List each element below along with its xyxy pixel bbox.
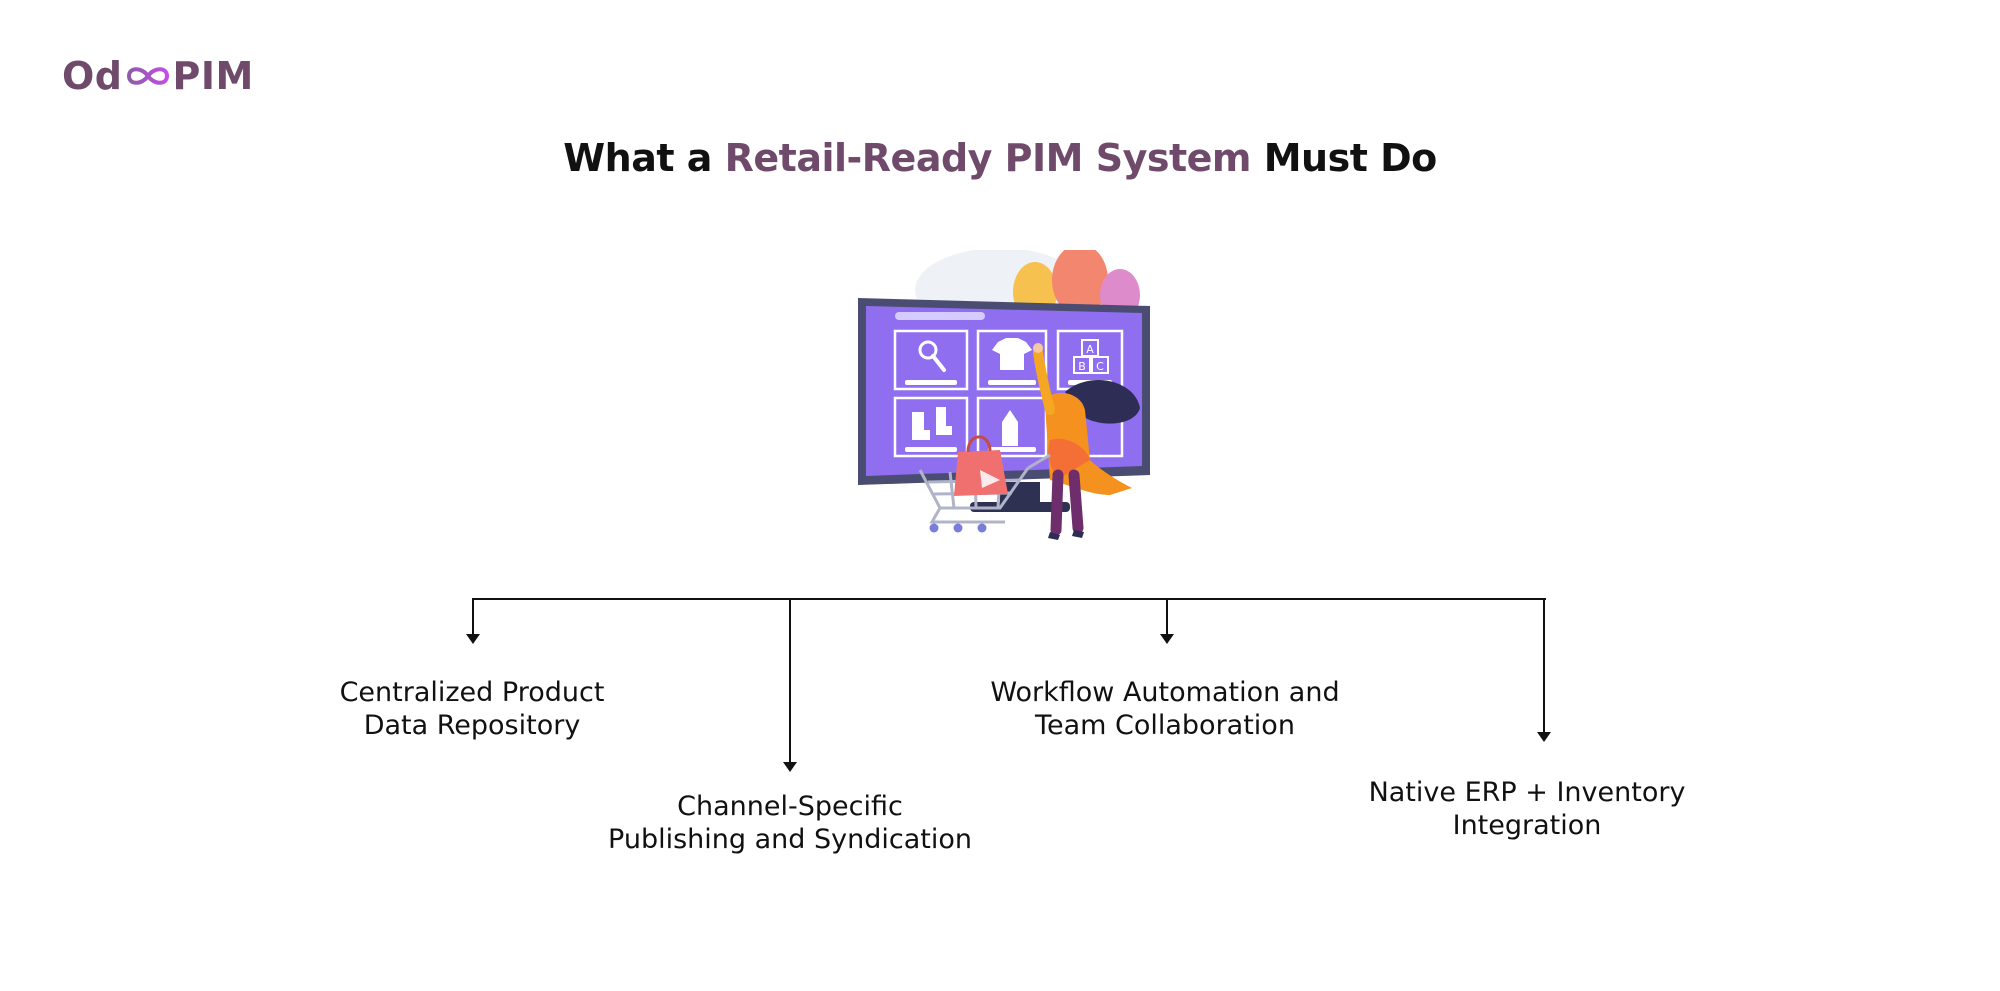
- block-letter-a: A: [1086, 343, 1094, 356]
- title-prefix: What a: [563, 136, 725, 180]
- infinity-icon: [126, 67, 169, 85]
- node-1-line-2: Data Repository: [363, 710, 581, 741]
- person-shopping-at-monitor-illustration: A B C: [858, 250, 1150, 540]
- node-centralized-product-data: Centralized Product Data Repository: [262, 676, 682, 742]
- node-channel-specific-publishing: Channel-Specific Publishing and Syndicat…: [574, 790, 1006, 856]
- arrowhead-2: [783, 762, 797, 772]
- node-2-line-2: Publishing and Syndication: [608, 824, 972, 855]
- node-native-erp-inventory: Native ERP + Inventory Integration: [1317, 776, 1737, 842]
- node-3-line-2: Team Collaboration: [1035, 710, 1295, 741]
- node-2-line-1: Channel-Specific: [677, 791, 903, 822]
- block-letter-b: B: [1078, 360, 1086, 373]
- brand-logo: Od PIM: [62, 54, 254, 98]
- node-4-line-2: Integration: [1452, 810, 1602, 841]
- logo-text-suffix: PIM: [172, 54, 254, 98]
- block-letter-c: C: [1096, 360, 1104, 373]
- node-3-line-1: Workflow Automation and: [990, 677, 1340, 708]
- arrowhead-1: [466, 634, 480, 644]
- arrowhead-4: [1537, 732, 1551, 742]
- title-suffix: Must Do: [1251, 136, 1438, 180]
- node-4-line-1: Native ERP + Inventory: [1368, 777, 1686, 808]
- node-workflow-automation: Workflow Automation and Team Collaborati…: [955, 676, 1375, 742]
- logo-text-prefix: Od: [62, 54, 123, 98]
- page-title: What a Retail-Ready PIM System Must Do: [0, 136, 2000, 180]
- arrowhead-3: [1160, 634, 1174, 644]
- node-1-line-1: Centralized Product: [339, 677, 605, 708]
- title-highlight: Retail-Ready PIM System: [724, 136, 1252, 180]
